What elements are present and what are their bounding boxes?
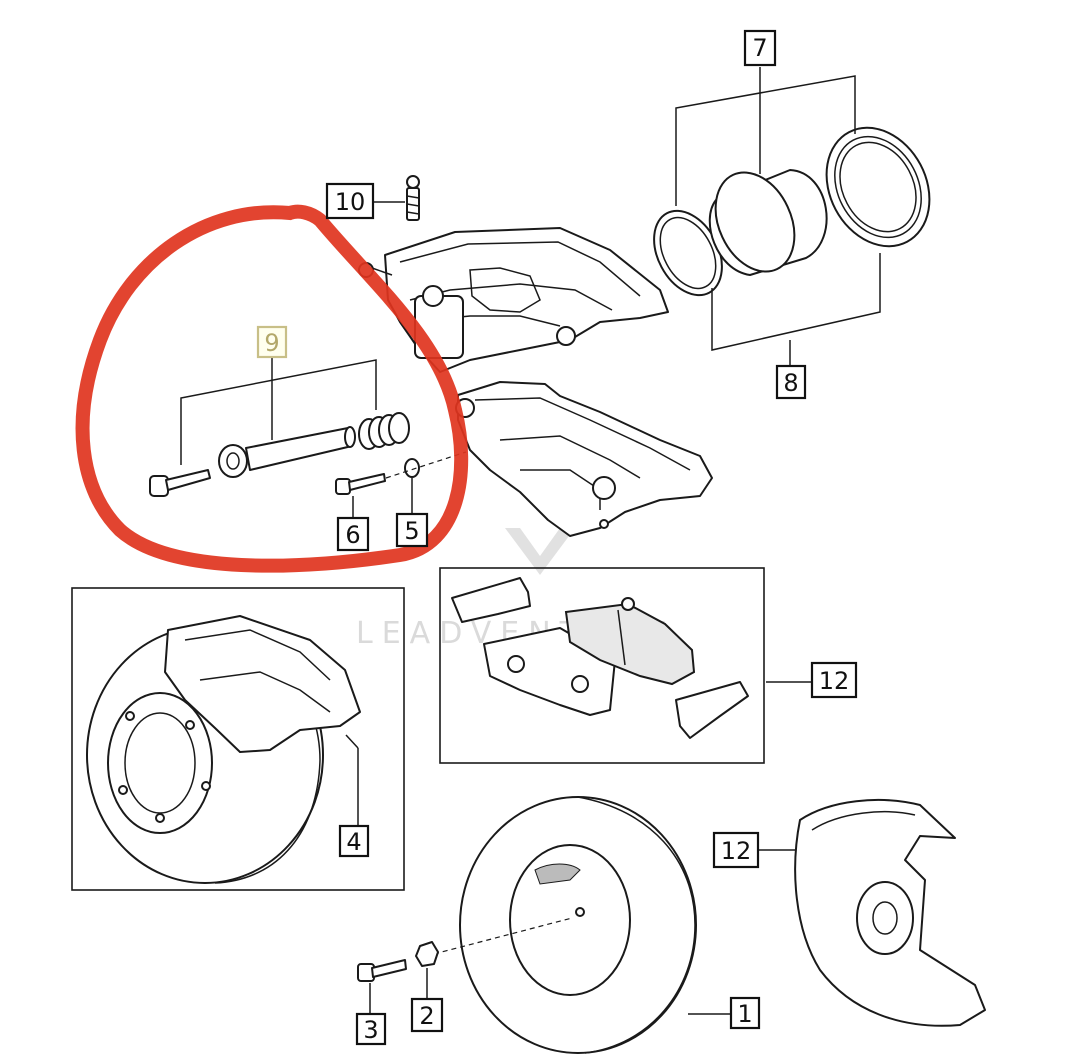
callout-1: 1 [729, 996, 761, 1030]
highlight-ring [75, 204, 469, 573]
callout-10: 10 [325, 182, 375, 220]
svg-text:9: 9 [264, 329, 279, 357]
svg-text:2: 2 [419, 1002, 434, 1030]
callout-9: 9 [256, 325, 288, 359]
piston-seal-group [653, 67, 931, 368]
svg-text:12: 12 [721, 837, 752, 865]
brake-pad-panel [439, 567, 812, 764]
svg-text:7: 7 [752, 34, 767, 62]
svg-text:1: 1 [737, 1000, 752, 1028]
svg-text:8: 8 [783, 369, 798, 397]
svg-text:3: 3 [363, 1016, 378, 1044]
callout-2: 2 [410, 997, 444, 1033]
svg-text:4: 4 [346, 828, 361, 856]
brake-pad-friction [564, 602, 696, 686]
callout-6: 6 [336, 516, 370, 552]
assembled-view-panel [71, 587, 405, 891]
spring-boot [358, 412, 410, 450]
svg-text:12: 12 [819, 667, 850, 695]
bleeder-screw [374, 175, 420, 221]
caliper-bracket [455, 381, 713, 537]
brake-disc [433, 796, 736, 1054]
guide-pin-kit [149, 357, 467, 520]
svg-text:10: 10 [335, 188, 366, 216]
callout-4: 4 [338, 824, 370, 858]
callout-7: 7 [743, 29, 777, 67]
callout-5: 5 [395, 512, 429, 548]
callout-8: 8 [775, 364, 807, 400]
svg-text:5: 5 [404, 517, 419, 545]
callout-12-pads: 12 [810, 661, 858, 699]
svg-text:6: 6 [345, 521, 360, 549]
disc-bolt-and-nut [357, 941, 439, 1016]
dust-shield [758, 799, 986, 1027]
caliper-body [358, 227, 669, 373]
callout-3: 3 [355, 1012, 387, 1046]
callout-12-shield: 12 [712, 831, 760, 869]
